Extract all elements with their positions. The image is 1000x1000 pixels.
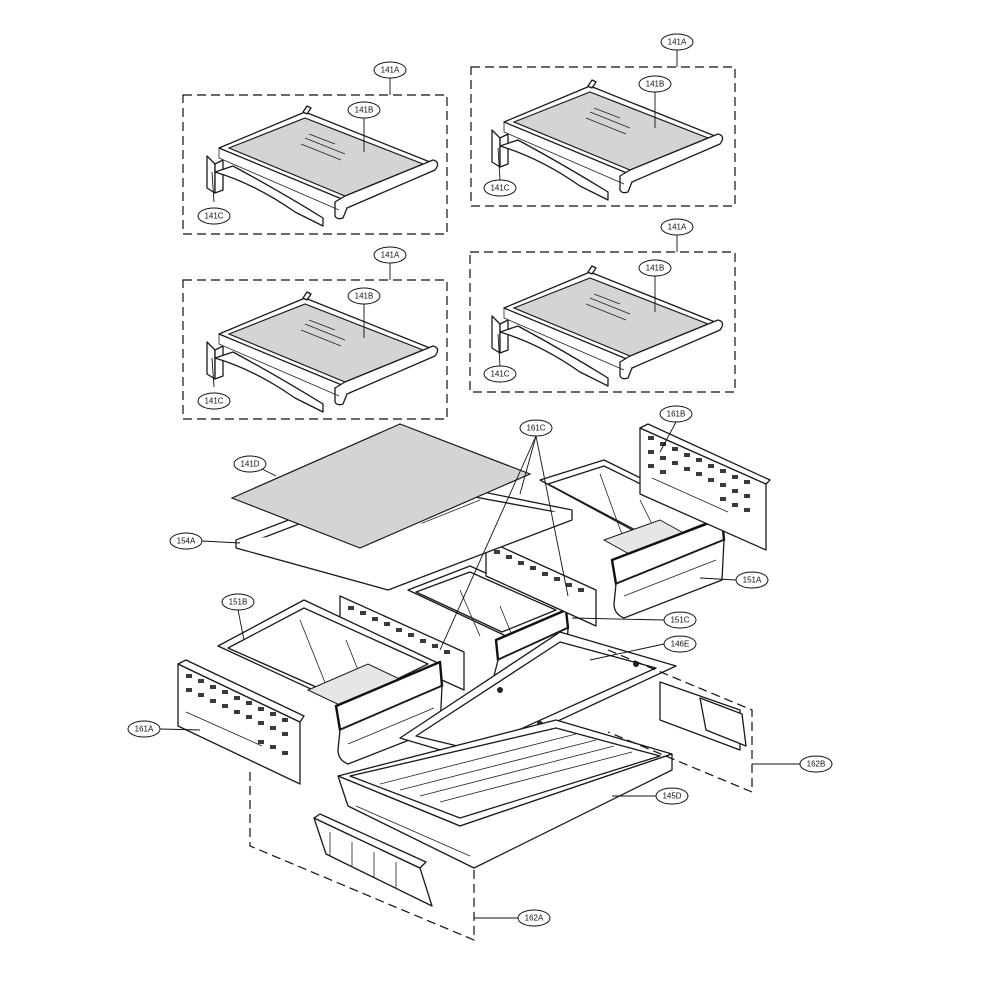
label-151B: 151B (221, 593, 255, 611)
shelf-4-dashed-boundary (469, 251, 736, 393)
svg-text:162B: 162B (807, 760, 826, 769)
label-154A: 154A (169, 532, 203, 550)
label-161A: 161A (127, 720, 161, 738)
shelf-assembly-4: 141A 141B 141C (469, 218, 736, 393)
svg-text:161C: 161C (526, 424, 545, 433)
shelf-3-artwork (206, 291, 439, 413)
partition-161A (177, 659, 305, 785)
shelf-assembly-3: 141A 141B 141C (182, 246, 448, 420)
label-141C-shelf-4: 141C (483, 365, 517, 383)
svg-text:151B: 151B (229, 598, 248, 607)
label-162B: 162B (799, 755, 833, 773)
label-141C-shelf-1: 141C (197, 207, 231, 225)
rail-162B-boundary (607, 649, 753, 793)
rail-162B (659, 681, 747, 751)
svg-text:141C: 141C (204, 212, 223, 221)
svg-text:141C: 141C (490, 184, 509, 193)
svg-text:151C: 151C (670, 616, 689, 625)
shelf-2-dashed-boundary (470, 66, 736, 207)
drawer-151B (217, 599, 444, 765)
svg-text:141A: 141A (668, 38, 687, 47)
label-141B-shelf-1: 141B (347, 101, 381, 119)
label-141A-shelf-4: 141A (660, 218, 694, 236)
shelf-3-dashed-boundary (182, 279, 448, 420)
shelf-assembly-1: 141A 141B 141C (182, 61, 448, 235)
svg-text:162A: 162A (525, 914, 544, 923)
label-141B-shelf-4: 141B (638, 259, 672, 277)
svg-text:141B: 141B (355, 292, 374, 301)
svg-text:154A: 154A (177, 537, 196, 546)
svg-text:151A: 151A (743, 576, 762, 585)
drawer-151A (539, 459, 727, 619)
svg-text:141D: 141D (240, 460, 259, 469)
label-141D: 141D (233, 455, 267, 473)
svg-text:161B: 161B (667, 410, 686, 419)
rail-162A-boundary (249, 772, 475, 941)
shelf-2-artwork (491, 79, 724, 201)
svg-text:141A: 141A (381, 251, 400, 260)
shelf-assembly-2: 141A 141B 141C (470, 33, 736, 207)
label-161B: 161B (659, 405, 693, 423)
label-141B-shelf-2: 141B (638, 75, 672, 93)
label-141A-shelf-2: 141A (660, 33, 694, 51)
svg-text:141C: 141C (490, 370, 509, 379)
svg-text:161A: 161A (135, 725, 154, 734)
label-141C-shelf-2: 141C (483, 179, 517, 197)
shelf-4-artwork (491, 265, 724, 387)
label-141C-shelf-3: 141C (197, 392, 231, 410)
tray-145D (337, 719, 673, 869)
svg-text:141B: 141B (355, 106, 374, 115)
rail-frame-146E (399, 631, 677, 761)
glass-cover-141D (230, 423, 532, 549)
label-141A-shelf-3: 141A (373, 246, 407, 264)
label-161C: 161C (519, 419, 553, 437)
svg-text:141B: 141B (646, 80, 665, 89)
shelf-1-dashed-boundary (182, 94, 448, 235)
label-151A: 151A (735, 571, 769, 589)
label-151C: 151C (663, 611, 697, 629)
svg-text:141A: 141A (668, 223, 687, 232)
svg-text:141A: 141A (381, 66, 400, 75)
partition-161B (639, 423, 771, 551)
center-partition (485, 539, 597, 627)
label-141B-shelf-3: 141B (347, 287, 381, 305)
shelf-1-artwork (206, 105, 439, 227)
svg-text:146E: 146E (671, 640, 690, 649)
svg-text:141B: 141B (646, 264, 665, 273)
label-146E: 146E (663, 635, 697, 653)
label-145D: 145D (655, 787, 689, 805)
label-141A-shelf-1: 141A (373, 61, 407, 79)
label-162A: 162A (517, 909, 551, 927)
svg-text:145D: 145D (662, 792, 681, 801)
drawer-151C (407, 565, 570, 691)
rail-162A (313, 813, 433, 907)
svg-text:141C: 141C (204, 397, 223, 406)
